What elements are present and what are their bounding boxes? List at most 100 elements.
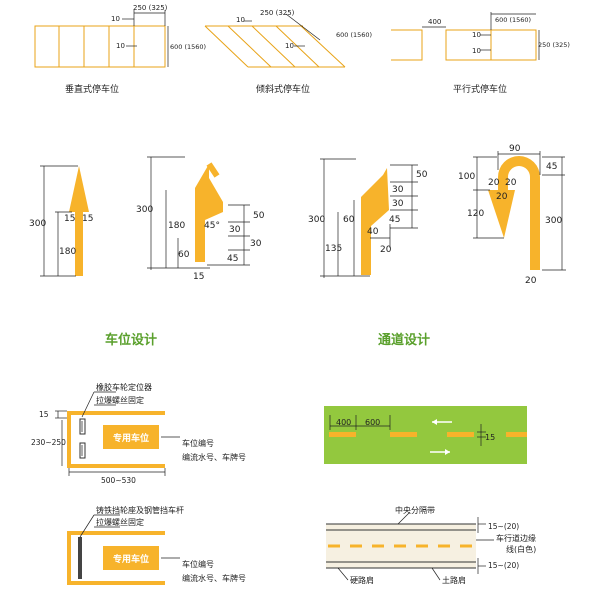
perpendicular-parking: 250 (325) 10 10 600 (1560) 垂直式停车位 — [34, 4, 206, 95]
dim-label: 15 — [82, 214, 93, 224]
dim-label: 15 — [39, 410, 49, 419]
stall-divider — [227, 25, 272, 68]
dim-label: 400 — [336, 418, 351, 427]
leader-line — [397, 511, 411, 525]
reserved-sign — [103, 546, 159, 570]
callout-label: 拉爆螺丝固定 — [96, 395, 144, 405]
turn-arrow-icon — [206, 162, 220, 178]
dim-label: 90 — [509, 144, 521, 154]
dim-label: 300 — [136, 205, 153, 215]
wheel-stopper-icon — [79, 442, 86, 459]
lane-dash — [447, 432, 474, 437]
callout-label: 线(白色) — [506, 544, 536, 554]
dim-label: 300 — [308, 215, 325, 225]
dim-label: 30 — [392, 185, 404, 195]
merge-arrow-icon — [361, 168, 389, 275]
dim-label: 50 — [416, 170, 428, 180]
callout-label: 车位编号 — [182, 438, 214, 448]
dim-label: 15 — [485, 433, 495, 442]
callout-label: 编流水号、车牌号 — [182, 452, 246, 462]
dim-label: 500~530 — [101, 476, 136, 485]
dim-label: 15 — [193, 272, 204, 282]
road-design: 中央分隔带 15~(20) 车行道边缘 线(白色) 15~(20) 硬路肩 土路… — [326, 505, 536, 585]
stall-divider — [204, 25, 249, 68]
leader-line — [81, 391, 95, 418]
caption: 平行式停车位 — [453, 83, 507, 95]
stall-divider — [275, 25, 320, 68]
dim-label: 40 — [367, 227, 379, 237]
dim-label: 250 (325) — [260, 9, 295, 17]
turn-arrow-diagram: 300 180 60 45° 50 30 30 45 15 — [136, 156, 265, 282]
stall-design-wheel-stopper: 专用车位 橡胶车轮定位器 拉爆螺丝固定 15 230~250 车位编号 编流水号… — [31, 382, 246, 485]
dim-label: 20 — [505, 178, 517, 188]
dim-label: 600 — [365, 418, 380, 427]
dim-label: 600 (1560) — [336, 31, 372, 39]
callout-label: 编流水号、车牌号 — [182, 573, 246, 583]
direction-arrow-right-icon — [445, 449, 450, 455]
dim-label: 20 — [488, 178, 500, 188]
stall-outline — [34, 25, 166, 68]
reserved-sign — [103, 425, 159, 449]
dim-label: 30 — [229, 225, 241, 235]
dim-label: 60 — [178, 250, 190, 260]
reserved-sign-text: 专用车位 — [113, 553, 149, 565]
dim-label: 100 — [458, 172, 475, 182]
merge-arrow-diagram: 300 60 135 40 20 50 30 30 45 — [308, 158, 428, 278]
dim-label: 10 — [472, 31, 481, 39]
stall-divider — [251, 25, 296, 68]
reserved-sign-text: 专用车位 — [113, 432, 149, 444]
direction-arrow-left-icon — [432, 419, 437, 425]
leader-line — [79, 514, 95, 538]
dim-label: 135 — [325, 244, 342, 254]
dim-line — [285, 13, 321, 41]
dim-label: 60 — [343, 215, 355, 225]
callout-label: 土路肩 — [442, 575, 466, 585]
wheel-stopper-icon — [79, 418, 86, 435]
caption: 垂直式停车位 — [65, 83, 119, 95]
straight-arrow-diagram: 300 15 15 180 — [29, 165, 93, 277]
stall-outline — [67, 411, 165, 468]
dim-label: 600 (1560) — [495, 16, 531, 24]
dim-label: 10 — [116, 42, 125, 50]
dim-label: 45 — [227, 254, 238, 264]
callout-label: 铸铁挡轮座及钢管挡车杆 — [96, 505, 184, 515]
dim-label: 300 — [545, 216, 562, 226]
dim-label: 180 — [59, 247, 76, 257]
stall-outline — [67, 531, 165, 585]
dim-label: 50 — [253, 211, 265, 221]
parallel-parking: 400 600 (1560) 10 10 250 (325) 平行式停车位 — [391, 12, 570, 95]
callout-label: 拉爆螺丝固定 — [96, 517, 144, 527]
dim-label: 30 — [250, 239, 262, 249]
heading-aisle-design: 通道设计 — [378, 332, 430, 348]
dim-label: 300 — [29, 219, 46, 229]
dim-label: 120 — [467, 209, 484, 219]
dim-label: 600 (1560) — [170, 43, 206, 51]
leader-line — [337, 567, 349, 581]
dim-label: 250 (325) — [538, 41, 570, 49]
aisle-design: 400 600 15 — [324, 406, 527, 464]
callout-label: 中央分隔带 — [395, 505, 435, 515]
dim-label: 10 — [236, 16, 245, 24]
dim-label: 400 — [428, 18, 441, 26]
dim-label: 10 — [472, 47, 481, 55]
stall-design-steel-bar: 专用车位 铸铁挡轮座及钢管挡车杆 拉爆螺丝固定 车位编号 编流水号、车牌号 — [67, 505, 246, 585]
dim-label: 20 — [496, 192, 508, 202]
caption: 倾斜式停车位 — [256, 83, 310, 95]
callout-label: 车位编号 — [182, 559, 214, 569]
dim-label: 30 — [392, 199, 404, 209]
uturn-arrow-diagram: 90 45 100 20 20 20 120 300 20 — [458, 144, 566, 286]
aisle-field — [324, 406, 527, 464]
angled-parking: 250 (325) 10 10 600 (1560) 倾斜式停车位 — [204, 9, 372, 95]
dim-label: 15~(20) — [488, 561, 519, 570]
dim-label: 45° — [204, 221, 220, 231]
dim-label: 20 — [380, 245, 392, 255]
dim-label: 180 — [168, 221, 185, 231]
leader-line — [431, 567, 441, 581]
heading-parking-design: 车位设计 — [105, 332, 157, 348]
steel-bar-icon — [78, 537, 82, 579]
callout-label: 硬路肩 — [350, 575, 374, 585]
dim-label: 10 — [111, 15, 120, 23]
turn-arrow-icon — [195, 164, 223, 262]
